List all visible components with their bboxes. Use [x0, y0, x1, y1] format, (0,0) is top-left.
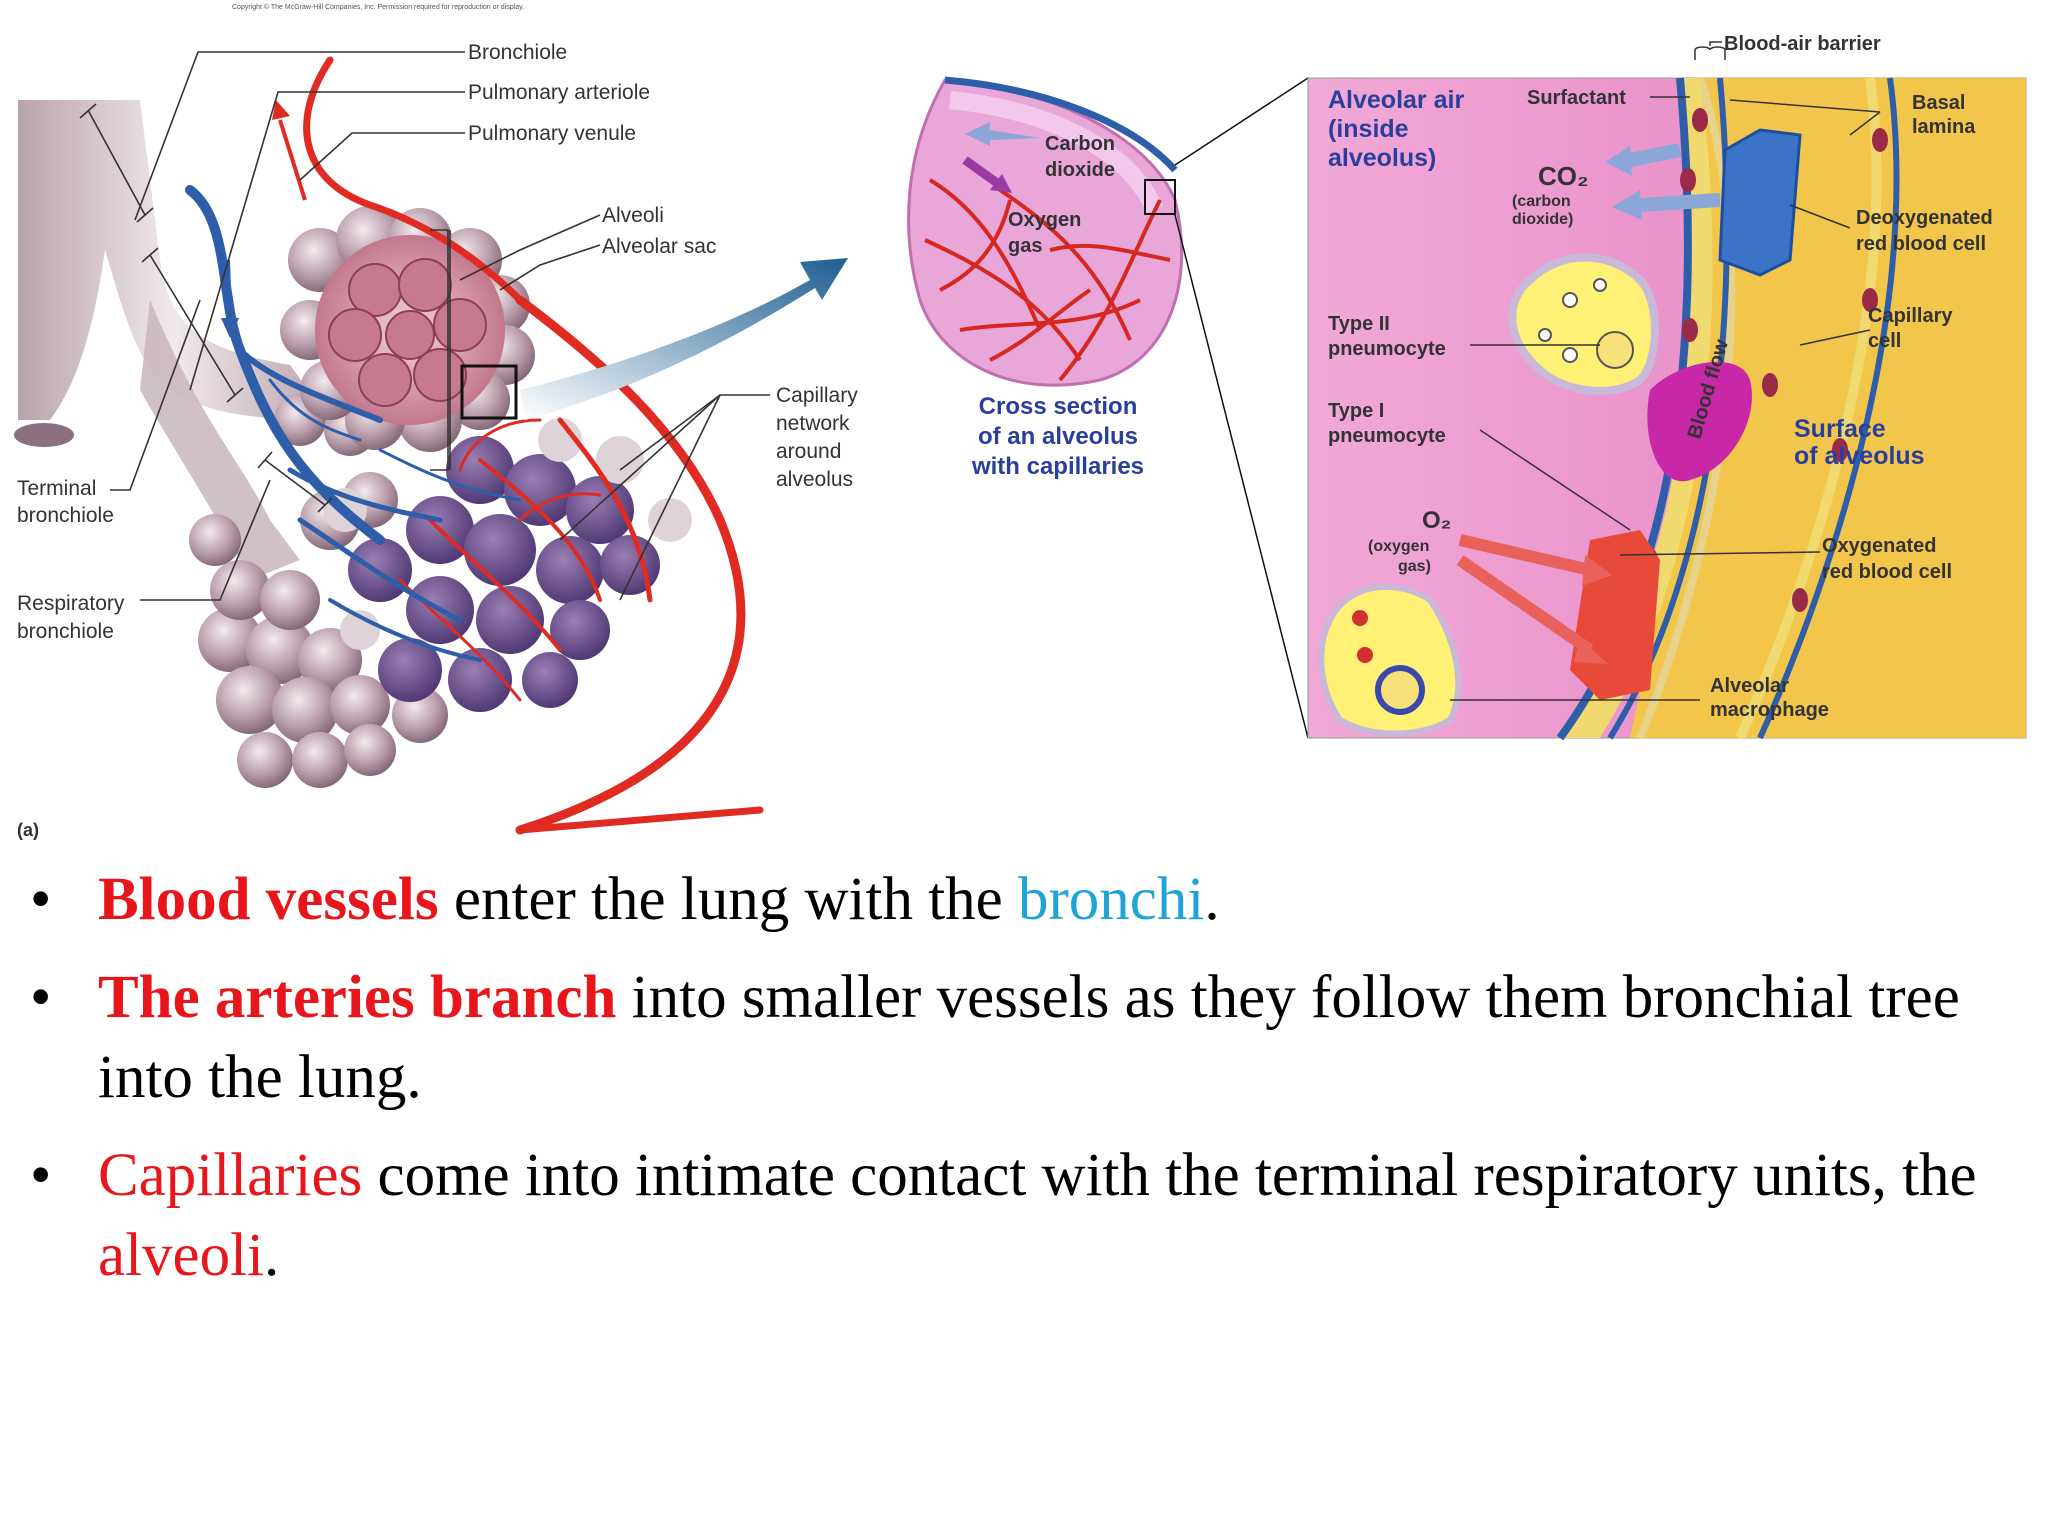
label-o2-note-2: gas) [1398, 558, 1431, 575]
caption-line-1: Cross section [979, 393, 1138, 420]
left-labels: Bronchiole Pulmonary arteriole Pulmonary… [17, 41, 858, 840]
label-type1-1: Type I [1328, 400, 1384, 422]
highlight-bronchi: bronchi [1017, 866, 1205, 933]
label-o2: O₂ [1422, 507, 1451, 534]
bullet-item: The arteries branch into smaller vessels… [0, 958, 2048, 1118]
bullet-end: . [1204, 866, 1220, 933]
label-capillary-cell-2: cell [1868, 330, 1901, 352]
label-alveoli: Alveoli [602, 204, 664, 227]
label-alveolar-air-1: Alveolar air [1328, 86, 1464, 114]
highlight-capillaries: Capillaries [98, 1142, 363, 1209]
alveoli-cluster [189, 206, 692, 788]
label-panel-a: (a) [17, 820, 39, 840]
caption-line-2: of an alveolus [978, 423, 1138, 450]
label-surfactant: Surfactant [1527, 87, 1626, 109]
copyright-text: Copyright © The McGraw-Hill Companies, I… [232, 3, 524, 11]
bullet-item: Blood vessels enter the lung with the br… [0, 860, 2048, 940]
label-pulmonary-venule: Pulmonary venule [468, 122, 636, 145]
label-oxygenated-2: red blood cell [1822, 561, 1952, 583]
bullet-text: come into intimate contact with the term… [362, 1142, 1977, 1209]
label-pulmonary-arteriole: Pulmonary arteriole [468, 81, 650, 104]
label-capillary-network-3: around [776, 440, 841, 463]
label-terminal-bronchiole-2: bronchiole [17, 504, 114, 527]
blood-vessels [185, 56, 764, 835]
label-o2-note-1: (oxygen [1368, 538, 1429, 555]
label-type2-1: Type II [1328, 313, 1390, 335]
label-respiratory-bronchiole-1: Respiratory [17, 592, 125, 615]
label-oxygen: Oxygen [1008, 209, 1081, 231]
label-alveolar-sac: Alveolar sac [602, 235, 716, 258]
label-capillary-network-1: Capillary [776, 384, 858, 407]
label-oxygenated-1: Oxygenated [1822, 535, 1936, 557]
label-alveolar-air-3: alveolus) [1328, 144, 1436, 172]
bullet-list: Blood vessels enter the lung with the br… [0, 860, 2048, 1314]
label-deoxygenated-1: Deoxygenated [1856, 207, 1993, 229]
blood-air-barrier-detail: Blood flow [1307, 41, 2027, 741]
label-alveolar-air-2: (inside [1328, 115, 1409, 143]
label-co2-note-2: dioxide) [1512, 211, 1573, 228]
label-blood-air-barrier: Blood-air barrier [1724, 33, 1881, 55]
label-co2-note-1: (carbon [1512, 193, 1571, 210]
highlight-alveoli: alveoli [98, 1222, 264, 1289]
label-capillary-network-2: network [776, 412, 850, 435]
bullet-text: enter the lung with the [438, 866, 1018, 933]
label-gas: gas [1008, 235, 1042, 257]
highlight-arteries-branch: The arteries branch [98, 964, 617, 1031]
highlight-blood-vessels: Blood vessels [98, 866, 439, 933]
caption-line-3: with capillaries [971, 453, 1144, 480]
bullet-text: into smaller vessels as they follow them… [98, 964, 1960, 1111]
label-type2-2: pneumocyte [1328, 338, 1446, 360]
label-bronchiole: Bronchiole [468, 41, 567, 64]
lung-figure: Copyright © The McGraw-Hill Companies, I… [14, 3, 2027, 840]
bullet-end: . [264, 1222, 280, 1289]
bronchiole-tree [14, 100, 330, 580]
zoom-arrow [520, 258, 848, 420]
bullet-item: Capillaries come into intimate contact w… [0, 1136, 2048, 1296]
middle-labels: Carbon dioxide Oxygen gas Cross section … [971, 133, 1144, 480]
label-dioxide: dioxide [1045, 159, 1115, 181]
label-deoxygenated-2: red blood cell [1856, 233, 1986, 255]
label-co2: CO₂ [1538, 161, 1589, 191]
label-type1-2: pneumocyte [1328, 425, 1446, 447]
right-labels: Blood-air barrier Alveolar air (inside a… [1328, 33, 1993, 721]
label-capillary-cell-1: Capillary [1868, 305, 1953, 327]
label-macrophage-1: Alveolar [1710, 675, 1789, 697]
label-surface-1: Surface [1794, 415, 1886, 443]
label-basal-lamina-1: Basal [1912, 92, 1965, 114]
label-terminal-bronchiole-1: Terminal [17, 477, 96, 500]
label-basal-lamina-2: lamina [1912, 116, 1976, 138]
label-carbon: Carbon [1045, 133, 1115, 155]
alveolus-cross-section [907, 76, 1184, 387]
label-capillary-network-4: alveolus [776, 468, 853, 491]
label-respiratory-bronchiole-2: bronchiole [17, 620, 114, 643]
label-macrophage-2: macrophage [1710, 699, 1829, 721]
label-surface-2: of alveolus [1794, 442, 1925, 470]
